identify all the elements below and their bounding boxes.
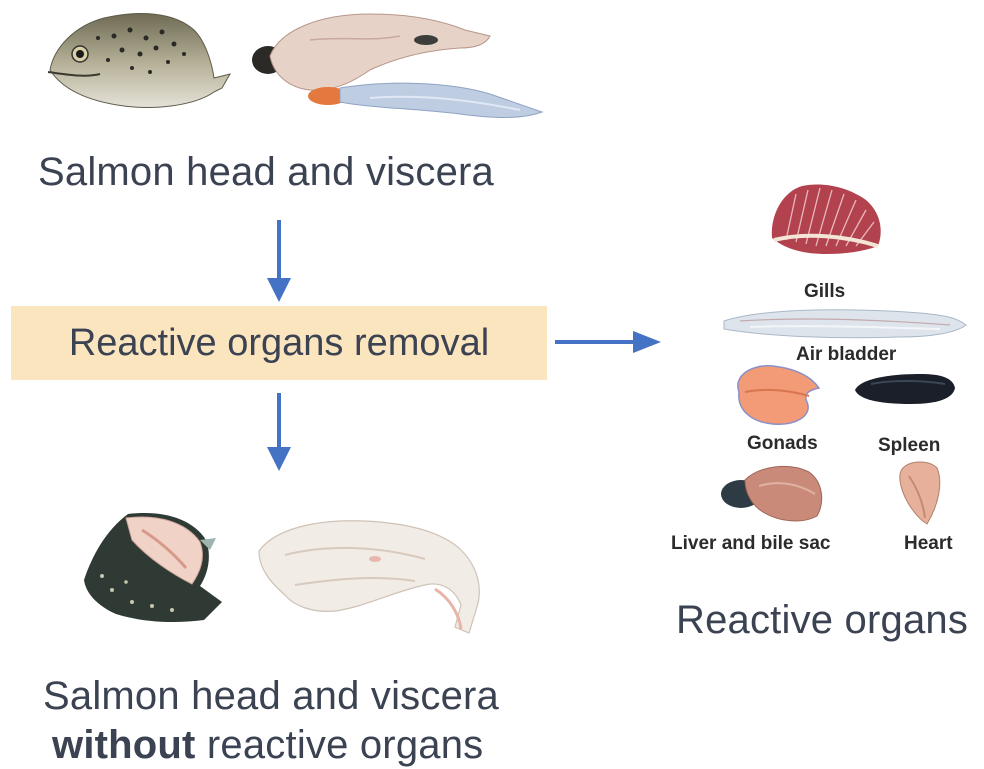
bottom-caption-bold: without [52, 723, 196, 767]
gills-label: Gills [804, 281, 845, 303]
processed-viscera-image [255, 515, 490, 635]
bottom-caption-rest: reactive organs [196, 723, 484, 767]
salmon-head-image [44, 8, 234, 113]
bottom-caption-line1: Salmon head and viscera [43, 672, 499, 720]
gills-image [766, 180, 886, 260]
gonads-label: Gonads [747, 433, 818, 455]
down-arrow-2 [264, 393, 294, 471]
heart-label: Heart [904, 533, 953, 555]
processed-head-image [82, 510, 232, 625]
reactive-organs-caption: Reactive organs [676, 596, 968, 644]
salmon-viscera-image [250, 10, 545, 122]
heart-image [897, 458, 943, 528]
process-box: Reactive organs removal [11, 306, 547, 380]
right-arrow [555, 330, 661, 354]
spleen-label: Spleen [878, 435, 940, 457]
down-arrow-1 [264, 220, 294, 302]
top-caption: Salmon head and viscera [38, 148, 494, 196]
bottom-caption-line2: without reactive organs [52, 721, 483, 769]
air-bladder-image [720, 303, 968, 343]
process-label: Reactive organs removal [11, 306, 547, 380]
liver-image [719, 462, 825, 524]
liver-label: Liver and bile sac [671, 533, 830, 555]
gonads-image [729, 362, 823, 428]
spleen-image [851, 370, 957, 408]
